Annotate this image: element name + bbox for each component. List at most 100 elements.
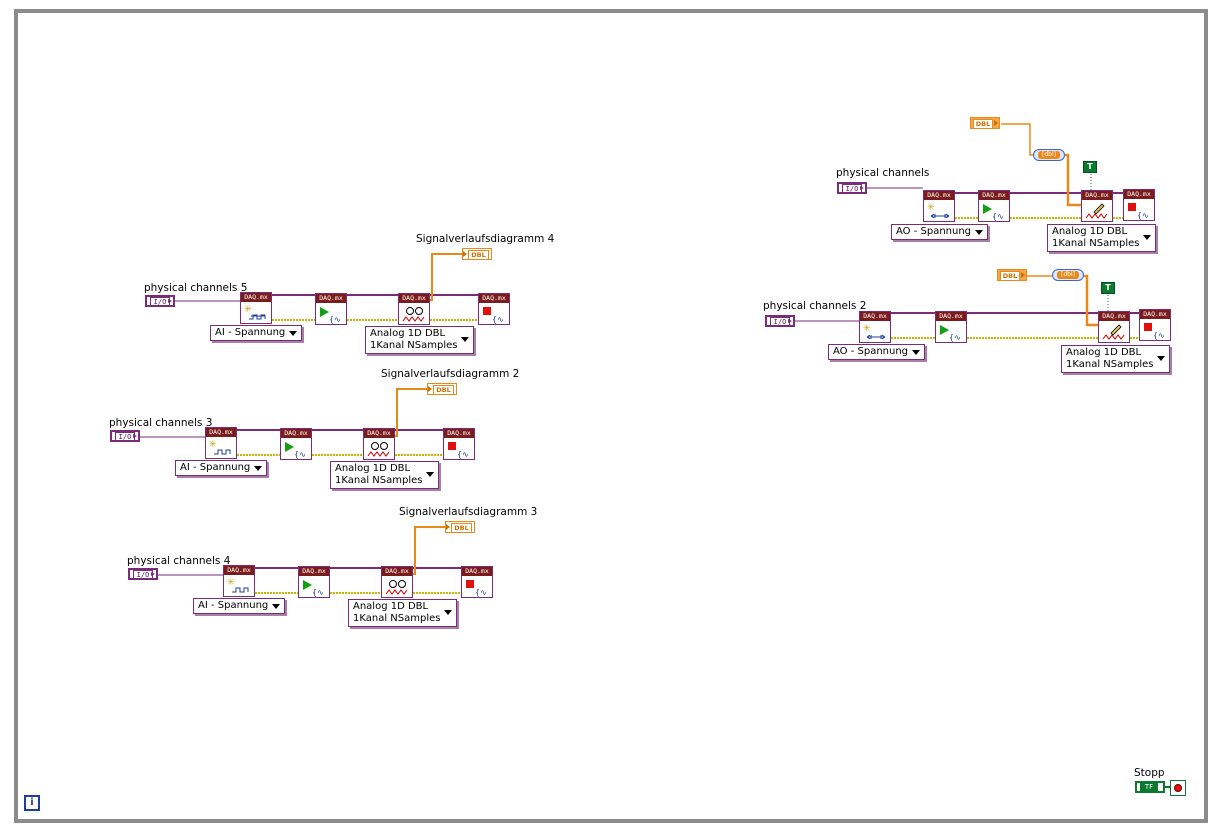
daqmx-header: DAQ.mx <box>1082 191 1112 200</box>
task-type-text: AI - Spannung <box>180 462 251 473</box>
build-array-node-1[interactable]: [dbl] <box>1033 149 1065 161</box>
daqmx-write-1[interactable]: DAQ.mx <box>1081 190 1113 222</box>
create-channel-icon: ✳ <box>243 304 269 321</box>
dropdown-arrow-icon <box>461 337 470 342</box>
stop-task-icon: {∿ <box>446 440 472 459</box>
dbl-text: DBL <box>1000 271 1020 281</box>
daqmx-create-channel-2[interactable]: DAQ.mx ✳ <box>859 311 891 343</box>
daqmx-start-task-1[interactable]: DAQ.mx {∿ <box>978 190 1010 222</box>
daqmx-create-channel-3[interactable]: DAQ.mx ✳ <box>205 427 237 459</box>
true-constant-2[interactable]: T <box>1101 282 1115 294</box>
svg-text:{∿: {∿ <box>457 450 469 459</box>
mode-line1: Analog 1D DBL <box>353 601 429 612</box>
stop-label: Stopp <box>1134 767 1165 779</box>
loop-condition-stop-icon[interactable] <box>1170 780 1186 796</box>
daqmx-create-channel-1[interactable]: DAQ.mx ✳ <box>923 190 955 222</box>
daqmx-header: DAQ.mx <box>1124 190 1154 199</box>
daqmx-header: DAQ.mx <box>241 293 271 302</box>
create-channel-icon: ✳ <box>926 202 952 219</box>
svg-text:{∿: {∿ <box>492 315 504 324</box>
channel-constant-4[interactable]: I/O <box>128 568 158 580</box>
daqmx-write-2[interactable]: DAQ.mx <box>1098 311 1130 343</box>
daqmx-clear-task-2[interactable]: DAQ.mx {∿ <box>1139 309 1171 341</box>
task-type-selector-5[interactable]: AI - Spannung <box>210 325 303 341</box>
stop-task-icon: {∿ <box>481 305 507 324</box>
svg-text:{∿: {∿ <box>329 315 341 324</box>
daqmx-create-channel-4[interactable]: DAQ.mx ✳ <box>223 565 255 597</box>
task-type-selector-1[interactable]: AO - Spannung <box>891 224 989 240</box>
bundle-text: [dbl] <box>1057 271 1079 279</box>
daqmx-header: DAQ.mx <box>206 428 236 437</box>
io-text: I/O <box>133 570 153 580</box>
bundle-text: [dbl] <box>1038 151 1060 159</box>
daqmx-start-task-4[interactable]: DAQ.mx {∿ <box>298 566 330 598</box>
daqmx-header: DAQ.mx <box>316 294 346 303</box>
channel-label-5: physical channels 5 <box>144 282 248 294</box>
channel-label-4: physical channels 4 <box>127 555 231 567</box>
dbl-control-2[interactable]: DBL <box>997 269 1027 281</box>
true-constant-1[interactable]: T <box>1083 161 1097 173</box>
daqmx-clear-task-1[interactable]: DAQ.mx {∿ <box>1123 189 1155 221</box>
read-glasses-icon <box>401 305 427 322</box>
svg-text:✳: ✳ <box>209 440 217 450</box>
start-task-icon: {∿ <box>318 305 344 324</box>
daqmx-header: DAQ.mx <box>299 567 329 576</box>
wires-group-5 <box>175 253 478 321</box>
task-type-selector-3[interactable]: AI - Spannung <box>175 460 268 476</box>
daqmx-start-task-3[interactable]: DAQ.mx {∿ <box>280 428 312 460</box>
dbl-text: DBL <box>973 119 993 129</box>
svg-text:✳: ✳ <box>227 578 235 588</box>
read-glasses-icon <box>366 440 392 457</box>
stop-task-icon: {∿ <box>464 578 490 597</box>
daqmx-create-channel-5[interactable]: DAQ.mx ✳ <box>240 292 272 324</box>
task-type-selector-4[interactable]: AI - Spannung <box>193 598 286 614</box>
daqmx-start-task-5[interactable]: DAQ.mx {∿ <box>315 293 347 325</box>
daqmx-start-task-2[interactable]: DAQ.mx {∿ <box>935 311 967 343</box>
task-type-selector-2[interactable]: AO - Spannung <box>828 344 926 360</box>
mode-line1: Analog 1D DBL <box>1066 347 1142 358</box>
iteration-terminal-icon[interactable]: i <box>24 795 40 811</box>
channel-constant-2[interactable]: I/O <box>765 315 795 327</box>
build-array-node-2[interactable]: [dbl] <box>1052 269 1084 281</box>
dbl-control-1[interactable]: DBL <box>970 117 1000 129</box>
daqmx-read-3[interactable]: DAQ.mx <box>363 428 395 460</box>
create-channel-icon: ✳ <box>226 577 252 594</box>
read-glasses-icon <box>384 578 410 595</box>
dropdown-arrow-icon <box>426 472 435 477</box>
task-type-text: AO - Spannung <box>896 226 972 237</box>
waveform-chart-indicator-4[interactable]: DBL <box>462 248 492 260</box>
stop-bool-text: TF <box>1140 783 1158 791</box>
waveform-chart-indicator-2[interactable]: DBL <box>427 383 457 395</box>
channel-label-1: physical channels <box>836 167 930 179</box>
channel-constant-3[interactable]: I/O <box>110 430 140 442</box>
daqmx-header: DAQ.mx <box>479 294 509 303</box>
daqmx-read-4[interactable]: DAQ.mx <box>381 566 413 598</box>
daqmx-header: DAQ.mx <box>281 429 311 438</box>
daqmx-clear-task-5[interactable]: DAQ.mx {∿ <box>478 293 510 325</box>
channel-constant-1[interactable]: I/O <box>837 182 867 194</box>
daqmx-clear-task-3[interactable]: DAQ.mx {∿ <box>443 428 475 460</box>
daqmx-clear-task-4[interactable]: DAQ.mx {∿ <box>461 566 493 598</box>
channel-constant-5[interactable]: I/O <box>145 295 175 307</box>
mode-line2: 1Kanal NSamples <box>335 475 423 486</box>
waveform-chart-indicator-3[interactable]: DBL <box>445 521 475 533</box>
io-text: I/O <box>770 317 790 327</box>
mode-line1: Analog 1D DBL <box>370 328 446 339</box>
dropdown-arrow-icon <box>1143 235 1152 240</box>
start-task-icon: {∿ <box>938 323 964 342</box>
dropdown-arrow-icon <box>975 230 984 235</box>
mode-line2: 1Kanal NSamples <box>370 340 458 351</box>
daqmx-read-5[interactable]: DAQ.mx <box>398 293 430 325</box>
stop-button-terminal[interactable]: TF <box>1135 781 1165 793</box>
daqmx-header: DAQ.mx <box>979 191 1009 200</box>
daqmx-header: DAQ.mx <box>399 294 429 303</box>
svg-text:{∿: {∿ <box>1137 211 1149 220</box>
svg-text:{∿: {∿ <box>949 333 961 342</box>
task-type-text: AO - Spannung <box>833 346 909 357</box>
daqmx-header: DAQ.mx <box>924 191 954 200</box>
